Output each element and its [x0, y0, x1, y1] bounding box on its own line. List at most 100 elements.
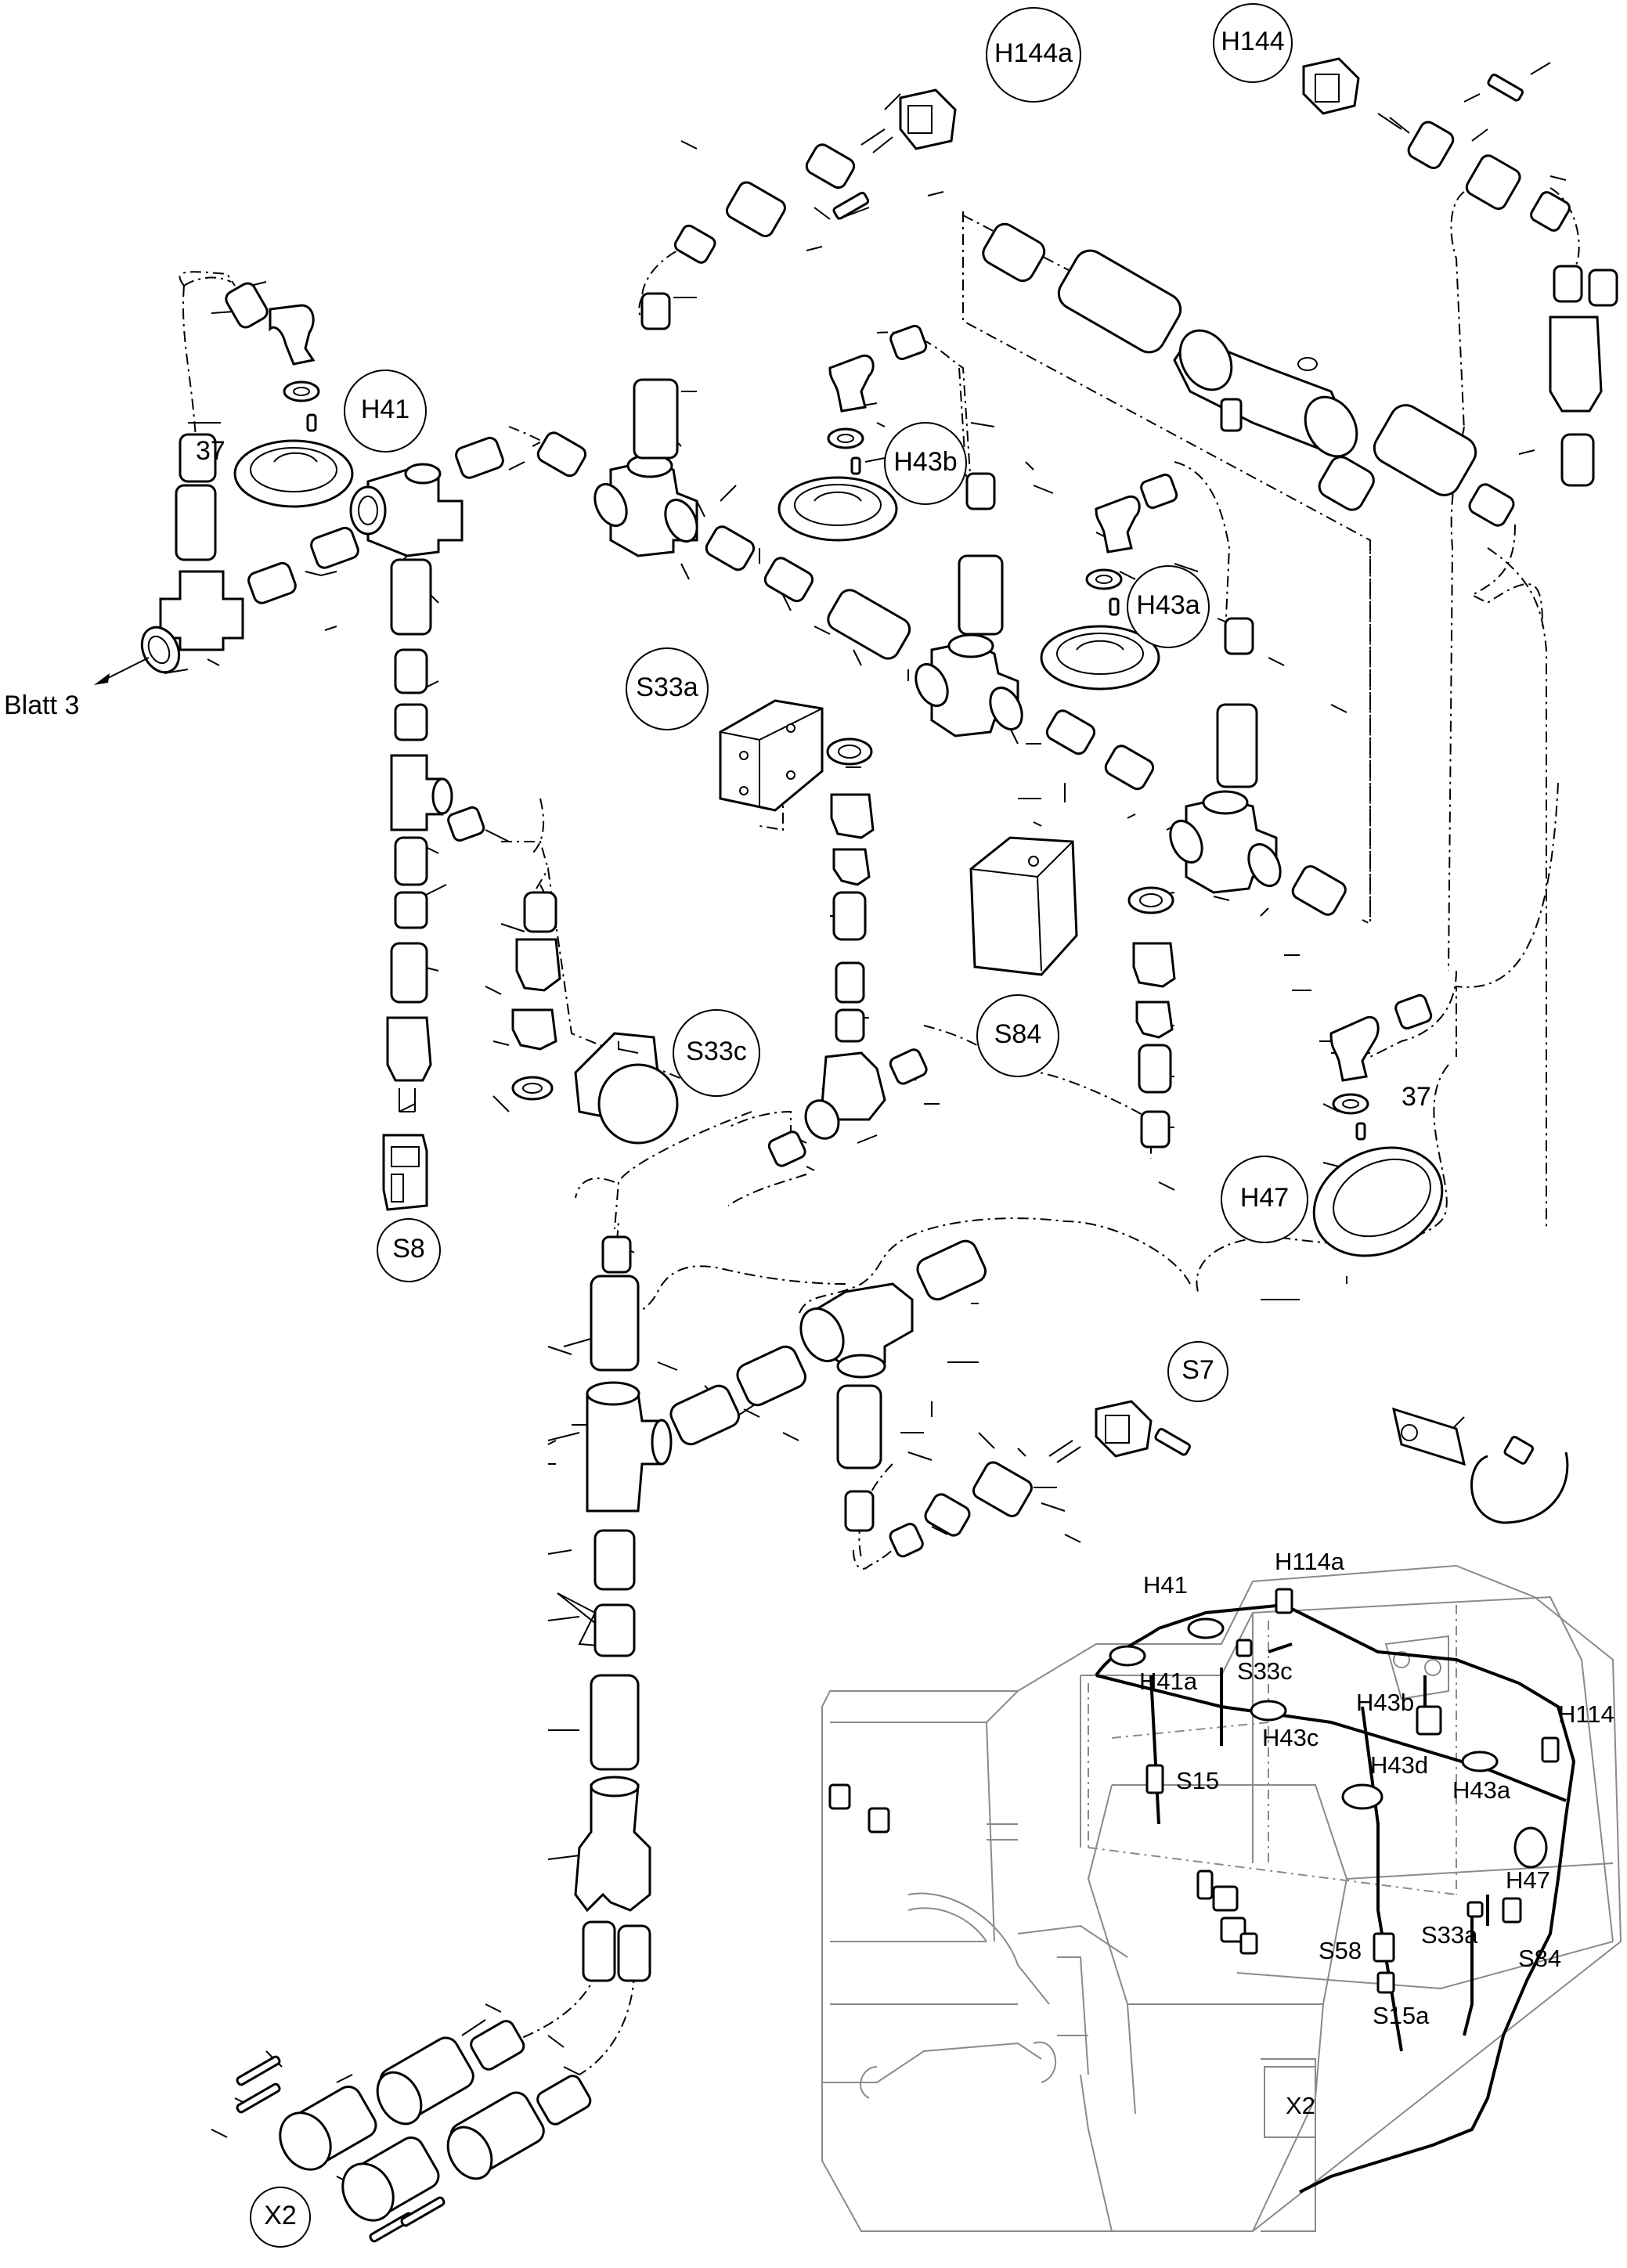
- spring-connector: [982, 222, 1046, 283]
- machine-label-h43a: H43a: [1452, 1776, 1511, 1804]
- cable-gland: [1135, 1001, 1174, 1039]
- svg-text:S84: S84: [994, 1019, 1042, 1049]
- center-trunk: [536, 292, 1347, 916]
- plug-housing: [1465, 154, 1521, 211]
- svg-text:S8: S8: [392, 1234, 425, 1264]
- plug-housing: [390, 942, 428, 1004]
- spring-connector: [394, 703, 428, 741]
- plug-housing: [836, 1384, 882, 1469]
- free-labels: Blatt 3 37 37: [4, 436, 1431, 1112]
- spring-connector: [669, 1384, 740, 1446]
- pin: [400, 2196, 446, 2227]
- cable-gland: [972, 1461, 1033, 1517]
- callout-S7: S7: [1167, 1341, 1228, 1402]
- tee-fitting-icon: [586, 1392, 663, 1513]
- spring-connector: [617, 1924, 651, 1982]
- spring-connector: [889, 1048, 928, 1085]
- h43b-branch: [777, 324, 928, 542]
- spring-connector: [310, 526, 359, 569]
- spring-connector: [455, 436, 504, 479]
- spring-connector: [1394, 993, 1433, 1030]
- machine-label-h41a: H41a: [1139, 1668, 1198, 1695]
- spring-connector: [582, 1920, 616, 1982]
- s84-chain: [1127, 886, 1176, 1148]
- plug-housing: [590, 1674, 640, 1771]
- plug-housing: [390, 558, 432, 636]
- svg-text:H47: H47: [1240, 1183, 1289, 1213]
- lamp-icon: [1109, 1645, 1146, 1667]
- pin: [1487, 74, 1524, 102]
- h144a-branch: [673, 88, 957, 264]
- svg-text:S33c: S33c: [686, 1037, 747, 1066]
- plug-housing: [1373, 404, 1477, 496]
- spring-connector: [767, 1130, 806, 1167]
- lamp-icon: [1461, 1751, 1499, 1772]
- spring-connector: [965, 472, 996, 510]
- switch-icon-s33a: [719, 699, 824, 812]
- cable-gland: [511, 1008, 557, 1051]
- switch-knob: [597, 1063, 679, 1145]
- spring-connector: [763, 557, 814, 603]
- lamp-icon: [1341, 1783, 1383, 1810]
- machine-label-h114: H114: [1558, 1700, 1614, 1728]
- callout-S33a: S33a: [626, 647, 709, 730]
- lower-assembly: [574, 1235, 1191, 1982]
- spring-connector: [1140, 1110, 1171, 1148]
- machine-label-s58: S58: [1319, 1937, 1362, 1964]
- left-tee-assembly: [349, 436, 679, 1211]
- lamp-icon: [1250, 1700, 1287, 1722]
- plug-housing: [832, 891, 867, 941]
- cable-gland: [832, 848, 871, 886]
- svg-text:S7: S7: [1181, 1355, 1214, 1385]
- machine-label-s84: S84: [1518, 1945, 1561, 1972]
- tee-fitting-icon: [1549, 316, 1603, 413]
- callout-S8: S8: [377, 1218, 441, 1282]
- pin: [1154, 1428, 1191, 1456]
- pin: [236, 2055, 281, 2086]
- plug-housing: [924, 1493, 971, 1537]
- spring-connector: [1553, 265, 1583, 303]
- plug-housing: [1138, 1044, 1172, 1094]
- spring-connector: [179, 433, 217, 483]
- h144-branch: [1302, 57, 1618, 527]
- sheet-reference: Blatt 3: [4, 690, 79, 720]
- spring-connector: [536, 431, 587, 478]
- machine-label-s15: S15: [1176, 1767, 1219, 1794]
- spring-connector: [835, 961, 865, 1004]
- svg-text:H41: H41: [361, 395, 409, 424]
- callout-H47: H47: [1221, 1156, 1308, 1243]
- spring-connector: [1224, 617, 1254, 655]
- spring-connector: [523, 891, 557, 933]
- machine-label-s33c: S33c: [1237, 1657, 1293, 1685]
- spring-connector: [1318, 456, 1375, 511]
- spring-connector: [470, 2020, 525, 2071]
- callout-S84: S84: [976, 994, 1059, 1077]
- spring-connector: [1468, 483, 1515, 527]
- spring-connector: [889, 1523, 924, 1558]
- x2-connectors: [236, 2020, 592, 2243]
- lamp-icon: [1541, 1736, 1560, 1763]
- machine-label-h43c: H43c: [1262, 1724, 1319, 1751]
- spring-connector: [601, 1235, 632, 1274]
- spring-connector: [1104, 745, 1155, 791]
- svg-text:H43a: H43a: [1136, 590, 1200, 620]
- spring-connector: [394, 836, 428, 886]
- machine-label-h47: H47: [1506, 1866, 1550, 1894]
- cable-gland: [805, 143, 856, 189]
- plug-housing: [633, 378, 679, 460]
- cable-gland: [1407, 121, 1455, 169]
- pin: [832, 191, 870, 220]
- callout-H144a: H144a: [986, 7, 1081, 103]
- callout-X2: X2: [250, 2187, 311, 2248]
- cable-gland: [1132, 942, 1176, 988]
- spring-connector: [1560, 433, 1595, 487]
- cable-gland: [515, 938, 561, 992]
- lamp-icon: [1275, 1588, 1293, 1614]
- accessories: [1391, 1407, 1569, 1524]
- spring-connector: [1140, 473, 1178, 510]
- machine-label-h43b: H43b: [1356, 1689, 1414, 1716]
- h43a-branch: [1040, 473, 1178, 690]
- item-number-37-right: 37: [1402, 1082, 1431, 1112]
